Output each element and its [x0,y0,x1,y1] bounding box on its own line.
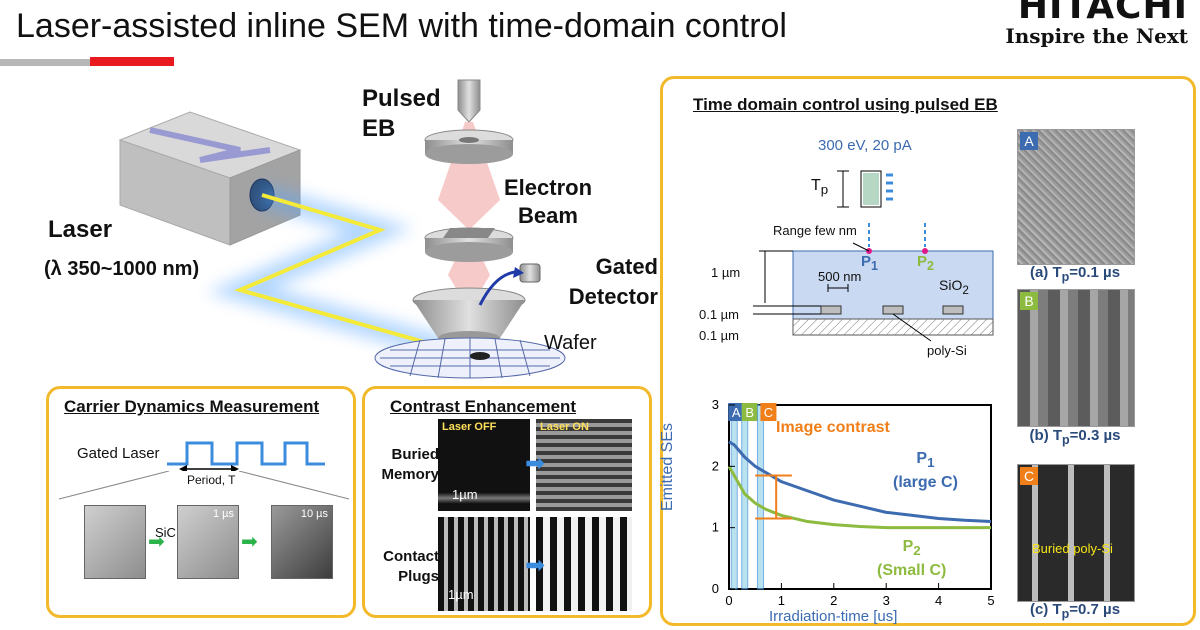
x-tick-label: 2 [830,593,837,608]
hitachi-logo: HITACHI [1017,0,1188,27]
x-axis-label: Irradiation-time [us] [769,608,898,625]
laser-label: Laser [48,216,113,243]
time-domain-title: Time domain control using pulsed EB [693,95,998,114]
plugs-off-image: 1µm [438,517,530,611]
sem-image-a: A [1017,129,1135,265]
pulsed-eb-label: Pulsed EB [362,85,441,142]
um1-label: 1 µm [711,265,741,280]
badge-b: B [1020,292,1038,310]
marker-badge-c [760,403,777,421]
brand-block: HITACHI Inspire the Next [1005,0,1188,48]
sem-image-c: C Buried poly-Si [1017,464,1135,602]
marker-badge-b [741,403,758,421]
setup-illustration [118,79,566,379]
wavelength-label: (λ 350~1000 nm) [44,258,200,280]
tagline: Inspire the Next [1005,24,1188,48]
buried-memory-label: Buried Memory [381,446,439,483]
buried-off-image: Laser OFF 1µm [438,419,530,511]
badge-a: A [1020,132,1038,150]
zoom-lines [58,471,350,500]
marker-label-c: C [764,405,773,420]
y-tick-label: 3 [712,399,719,412]
gated-detector-label: Gated Detector [568,254,658,309]
y-tick-label: 1 [712,520,719,535]
sio2-label: SiO2 [939,277,969,297]
accent-bar-red [90,57,174,66]
electron-beam-label: Electron Beam [503,175,593,228]
x-tick-label: 5 [987,593,994,608]
um01b-label: 0.1 µm [699,328,740,343]
x-tick-label: 0 [725,593,732,608]
range-label: Range few nm [773,223,857,238]
p1-curve-label: P1(large C) [893,450,958,492]
contrast-panel-title: Contrast Enhancement [390,397,577,416]
nm500-label: 500 nm [818,269,862,284]
arrow-icon: ➡ [241,531,258,553]
caption-a: (a) Tp=0.1 µs [1029,264,1121,284]
arrow-icon: ➡ [525,450,546,477]
badge-c: C [1020,467,1038,485]
um01a-label: 0.1 µm [699,307,740,322]
sem-image-b: B [1017,289,1135,427]
p1-marker: P1 [861,253,878,273]
x-tick-label: 1 [778,593,785,608]
p2-marker: P2 [917,253,934,273]
pulse-train [167,441,325,471]
time-domain-panel: Time domain control using pulsed EB 300 … [659,76,1196,626]
y-tick-label: 0 [712,581,719,596]
gated-laser-label: Gated Laser [77,445,160,462]
p2-curve-label: P2(Small C) [877,538,947,580]
caption-c: (c) Tp=0.7 µs [1029,601,1121,621]
page-title: Laser-assisted inline SEM with time-doma… [16,7,787,45]
marker-badge-a [728,403,745,421]
x-tick-label: 4 [935,593,942,608]
buried-on-image: Laser ON [536,419,632,511]
image-contrast-label: Image contrast [776,419,890,436]
buried-polysi-label: Buried poly-Si [1032,541,1113,556]
carrier-dynamics-panel: Carrier Dynamics Measurement Gated Laser… [46,386,356,618]
marker-label-b: B [745,405,754,420]
series-line-p1 [728,440,992,524]
contact-plugs-label: Contact Plugs [383,548,439,585]
arrow-icon: ➡ [525,552,546,579]
caption-b: (b) Tp=0.3 µs [1029,427,1121,447]
polysi-label: poly-Si [927,343,967,358]
tp-label: Tp [811,177,829,198]
period-label: Period, T [187,473,236,487]
sem-tile-1 [84,505,146,579]
wafer-label: Wafer [544,332,597,354]
series-line-p2 [727,465,991,530]
beam-spec: 300 eV, 20 pA [818,137,912,154]
y-axis-label: Emitted SEs [659,422,676,511]
carrier-panel-title: Carrier Dynamics Measurement [64,397,320,416]
accent-bar-gray [0,59,90,66]
marker-band-c [756,404,764,590]
marker-label-a: A [732,405,741,420]
sem-tile-3: 10 µs [271,505,333,579]
x-tick-label: 3 [883,593,890,608]
cross-section-diagram [753,170,994,342]
y-tick-label: 2 [712,458,719,473]
plugs-on-image [536,517,632,611]
marker-band-a [730,404,738,590]
contrast-enhancement-panel: Contrast Enhancement Buried Memory Conta… [362,386,652,618]
sic-label: SiC [155,525,176,540]
sem-tile-2: 1 µs [177,505,239,579]
arrow-icon: ➡ [148,531,165,553]
plot-area [728,404,992,590]
